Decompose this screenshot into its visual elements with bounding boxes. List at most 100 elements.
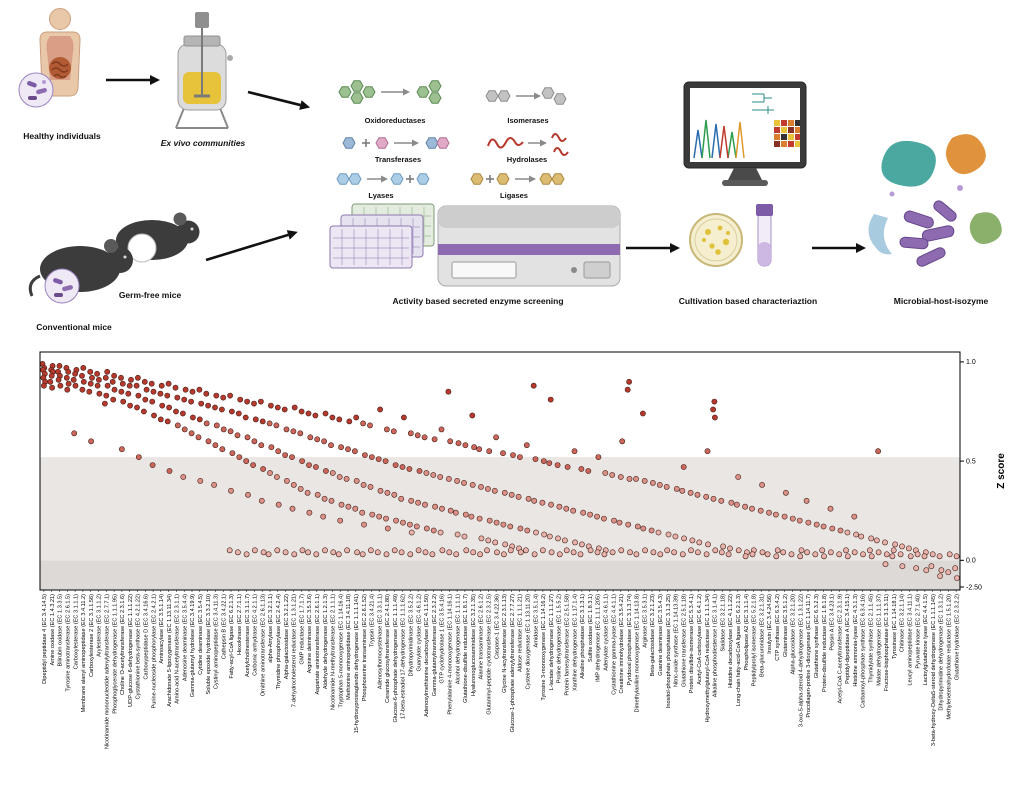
- data-point: [650, 479, 656, 486]
- data-point: [829, 525, 836, 532]
- data-point: [47, 378, 54, 385]
- data-point: [493, 519, 500, 526]
- data-point: [149, 398, 156, 405]
- data-point: [203, 420, 210, 427]
- data-point: [328, 442, 334, 449]
- data-point: [430, 527, 437, 534]
- data-point: [400, 519, 406, 526]
- data-point: [79, 386, 86, 393]
- data-point: [720, 543, 726, 550]
- data-point: [244, 398, 250, 405]
- data-point: [96, 390, 103, 397]
- data-point: [41, 382, 47, 389]
- data-point: [868, 535, 875, 542]
- data-point: [672, 533, 679, 540]
- data-point: [601, 551, 608, 558]
- data-point: [382, 458, 389, 464]
- data-point: [399, 464, 406, 470]
- data-point: [540, 458, 547, 464]
- x-tick-label: Histidine decarboxylase (EC 4.1.1.22): [728, 594, 734, 688]
- data-point: [64, 386, 71, 393]
- data-point: [135, 454, 142, 460]
- data-point: [757, 507, 764, 514]
- data-point: [742, 503, 748, 510]
- x-tick-label: Trypsin (EC 3.4.21.4): [370, 594, 376, 647]
- data-point: [49, 384, 55, 391]
- data-point: [251, 438, 258, 445]
- data-point: [555, 535, 561, 542]
- data-point: [344, 547, 350, 554]
- data-point: [633, 551, 640, 558]
- x-tick-label: Chitinase (EC 3.2.1.14): [900, 594, 906, 652]
- data-point: [539, 499, 546, 506]
- x-tick-label: Purine-nucleoside phosphorylase (EC 2.4.…: [151, 594, 157, 709]
- x-tick-label: Phospholipase A2 (EC 3.1.1.4): [744, 594, 750, 671]
- data-point: [913, 565, 920, 572]
- data-point: [422, 501, 428, 508]
- data-point: [718, 549, 725, 556]
- data-point: [322, 547, 328, 554]
- data-point: [844, 553, 851, 560]
- data-point: [205, 438, 212, 445]
- data-point: [875, 448, 881, 455]
- data-point: [634, 523, 641, 530]
- data-point: [337, 517, 344, 524]
- data-point: [663, 483, 670, 490]
- data-point: [367, 422, 373, 429]
- data-point: [486, 517, 493, 524]
- x-tick-label: Glutathione synthase (EC 6.3.2.3): [814, 594, 820, 678]
- x-tick-label: Methionine aminopeptidase (EC 3.4.11.18): [346, 594, 352, 700]
- x-tick-label: Glutaminase (EC 3.5.1.2): [783, 594, 789, 657]
- data-point: [289, 505, 296, 512]
- oxidoreductases-icon: [338, 80, 442, 104]
- data-point: [938, 567, 945, 574]
- data-point: [235, 410, 242, 417]
- data-point: [766, 509, 772, 516]
- x-tick-label: Histidine ammonia-lyase (EC 4.3.1.3): [853, 594, 859, 687]
- shaded-band: [40, 457, 960, 561]
- data-point: [314, 436, 321, 443]
- data-point: [266, 420, 273, 427]
- x-tick-label: Arginase (EC 3.5.3.1): [642, 594, 648, 648]
- data-point: [305, 410, 312, 417]
- x-tick-label: Cystathionine gamma-lyase (EC 4.4.1.1): [611, 594, 617, 695]
- data-point: [843, 547, 849, 554]
- x-tick-label: IMP dehydrogenase (EC 1.1.1.205): [596, 594, 602, 682]
- data-point: [267, 402, 274, 409]
- data-point: [57, 382, 64, 389]
- data-point: [946, 551, 953, 558]
- data-point: [275, 501, 282, 508]
- data-point: [454, 477, 460, 484]
- data-point: [469, 412, 476, 419]
- data-point: [907, 553, 914, 560]
- data-point: [140, 408, 147, 415]
- x-tick-label: Aspartate aminotransferase (EC 2.6.1.1): [315, 594, 321, 695]
- x-tick-label: 3-beta-hydroxy-Delta5-steroid dehydrogen…: [931, 594, 937, 746]
- data-point: [377, 406, 383, 413]
- data-point: [749, 551, 756, 558]
- data-point: [640, 410, 646, 417]
- data-point: [328, 497, 335, 504]
- x-tick-label: Protein farnesyltransferase (EC 2.5.1.58…: [565, 594, 571, 696]
- data-point: [438, 426, 445, 433]
- data-point: [421, 434, 428, 441]
- data-point: [679, 487, 686, 494]
- data-point: [432, 503, 438, 510]
- data-point: [556, 503, 563, 510]
- data-point: [517, 454, 523, 460]
- data-point: [742, 553, 749, 560]
- data-point: [393, 517, 399, 524]
- data-point: [626, 378, 632, 385]
- data-point: [500, 521, 507, 528]
- data-point: [103, 392, 110, 399]
- data-point: [727, 545, 733, 552]
- y-tick-label: 0.0: [966, 558, 976, 565]
- data-point: [148, 380, 155, 387]
- x-tick-label: Nicotinamide N-methyltransferase (EC 2.1…: [331, 594, 337, 710]
- data-point: [172, 384, 179, 391]
- data-point: [336, 416, 343, 423]
- x-tick-label: Phosphoserine transaminase (EC 2.6.1.52): [362, 594, 368, 701]
- enzyme-class-label-transferases: Transferases: [374, 155, 422, 164]
- data-point: [72, 370, 78, 377]
